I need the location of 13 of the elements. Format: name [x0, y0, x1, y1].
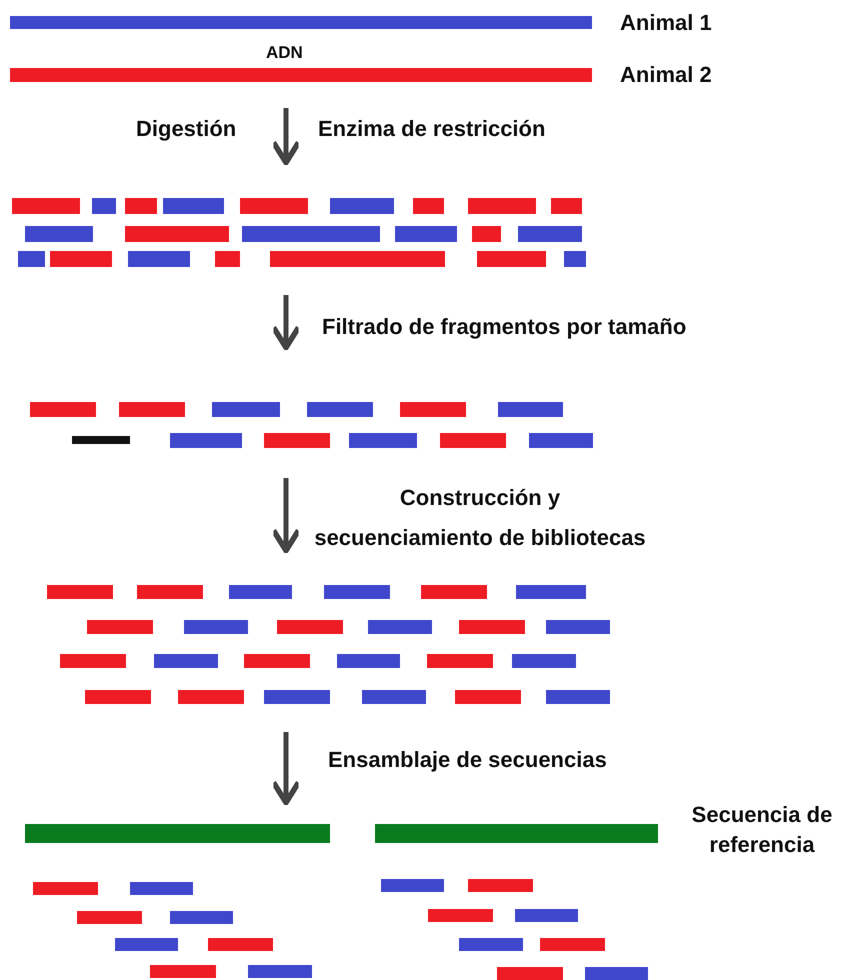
arrow — [270, 732, 302, 806]
arrow — [270, 295, 302, 350]
step-label: Digestión — [136, 115, 236, 143]
step-label: Construcción y secuenciamiento de bibliotecas — [313, 484, 647, 552]
arrow — [270, 108, 302, 166]
animal-label: Animal 1 — [620, 9, 712, 37]
reference-label: Secuencia de referencia — [690, 801, 834, 859]
dna-label: ADN — [266, 42, 303, 64]
step-label: Ensamblaje de secuencias — [328, 746, 607, 774]
animal-label: Animal 2 — [620, 61, 712, 89]
arrow — [270, 478, 302, 554]
step-label: Enzima de restricción — [318, 115, 546, 143]
step-label: Filtrado de fragmentos por tamaño — [322, 313, 686, 341]
